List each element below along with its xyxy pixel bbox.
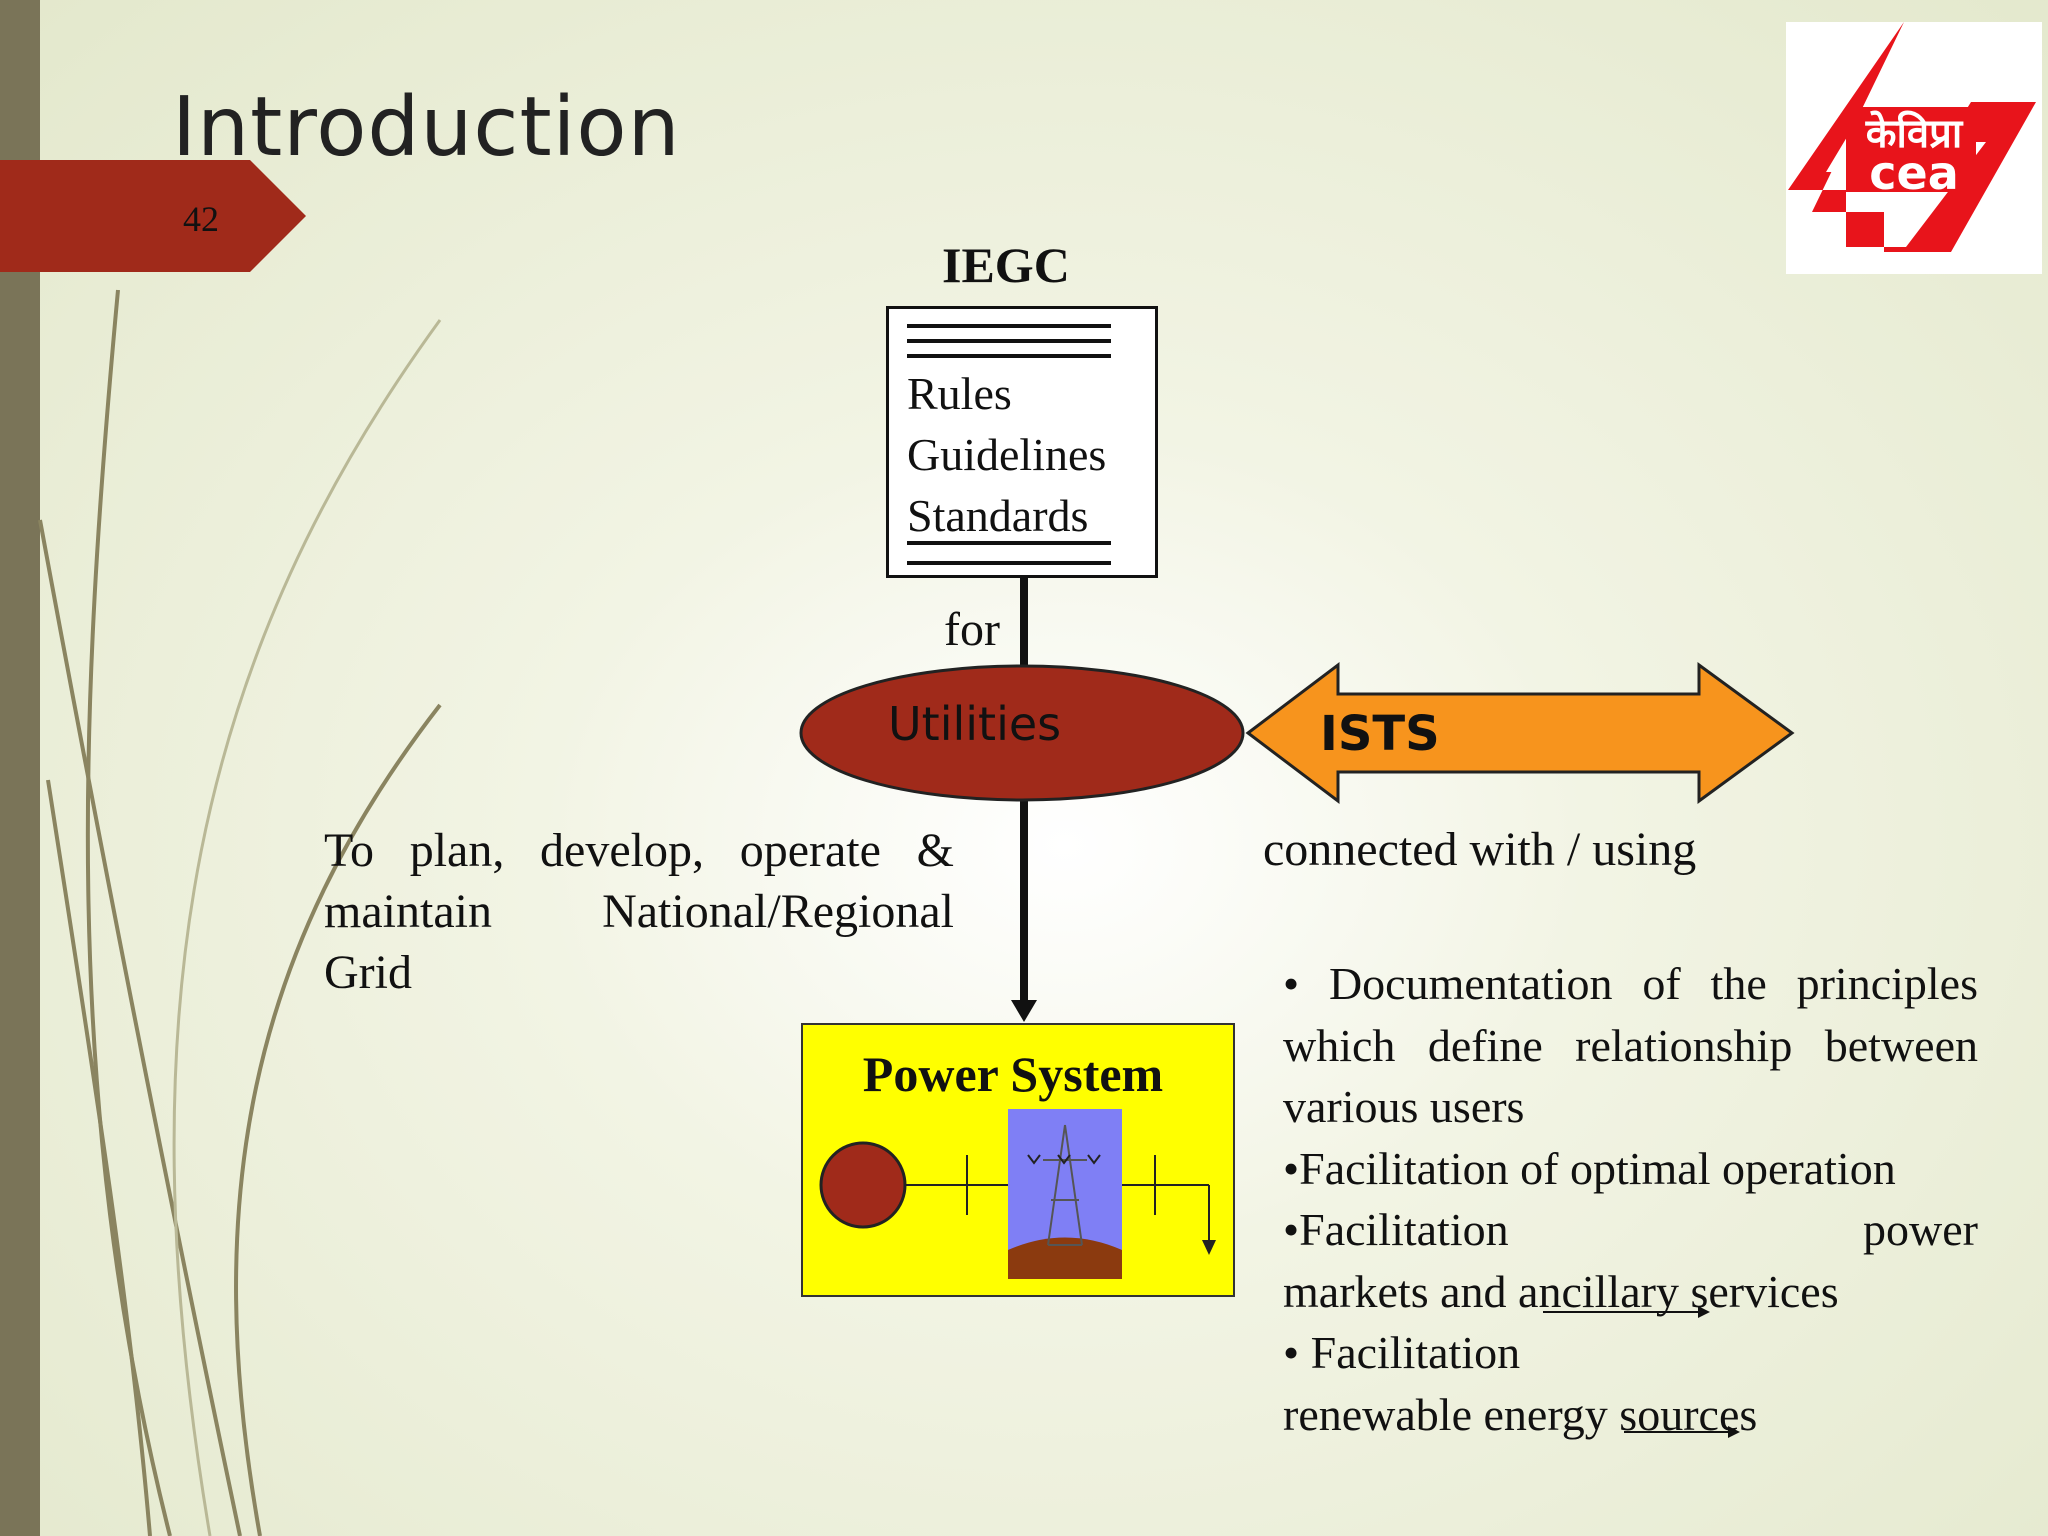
power-system-label: Power System — [862, 1046, 1164, 1102]
doc-line — [907, 339, 1111, 343]
power-system-box: Power System — [801, 1023, 1235, 1297]
for-label: for — [944, 603, 1000, 656]
svg-text:केविप्रा: केविप्रा — [1865, 110, 1964, 157]
plan-description: To plan, develop, operate & maintain Nat… — [324, 824, 954, 999]
bullet-item: • Facilitation — [1283, 1327, 1521, 1378]
bullet-item: • Documentation of the principles which … — [1283, 958, 1978, 1132]
bullet-item: •Facilitation of optimal operation — [1283, 1142, 1896, 1194]
bullet-item: •Facilitation power — [1283, 1204, 1978, 1255]
slide-title: Introduction — [172, 80, 681, 175]
box-line-rules: Rules — [907, 368, 1012, 419]
box-line-standards: Standards — [907, 490, 1089, 541]
page-number: 42 — [183, 199, 219, 239]
connected-with-label: connected with / using — [1263, 823, 1697, 876]
iegc-document-box: Rules Guidelines Standards — [886, 306, 1158, 578]
bullet-list: • Documentation of the principles which … — [1283, 953, 1978, 1445]
doc-line — [907, 541, 1111, 545]
power-system-illustration — [819, 1109, 1216, 1279]
iegc-label: IEGC — [942, 237, 1070, 293]
utilities-ellipse — [799, 664, 1245, 802]
down-arrow-head — [1011, 1000, 1037, 1022]
ists-label: ISTS — [1320, 706, 1440, 762]
utilities-label: Utilities — [888, 697, 1062, 751]
doc-line — [907, 354, 1111, 358]
box-line-guidelines: Guidelines — [907, 429, 1107, 480]
doc-line — [907, 324, 1111, 328]
svg-text:cea: cea — [1869, 146, 1959, 200]
page-number-tag — [0, 160, 306, 272]
doc-line — [907, 561, 1111, 565]
cea-logo: केविप्रा cea — [1786, 22, 2042, 274]
bullet-item: markets and ancillary services — [1283, 1265, 1839, 1317]
ists-double-arrow — [1245, 661, 1795, 805]
